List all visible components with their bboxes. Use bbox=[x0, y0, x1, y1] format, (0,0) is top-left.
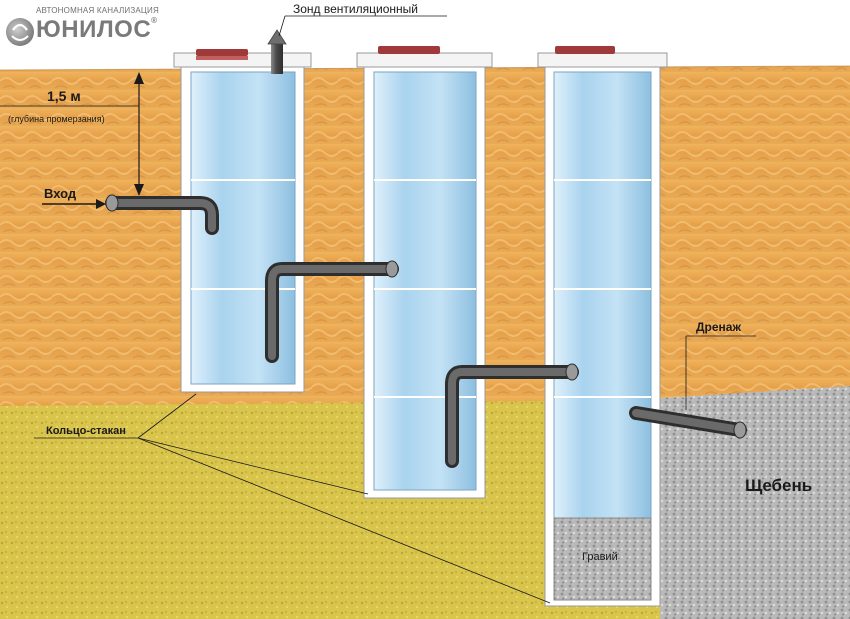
depth-arrow-top bbox=[134, 72, 144, 84]
vent-probe bbox=[267, 29, 287, 74]
ring-cup-leader-1 bbox=[137, 393, 197, 439]
logo-emblem-icon bbox=[6, 18, 34, 46]
ring-cup-leader-2 bbox=[137, 437, 369, 495]
depth-value-label: 1,5 м bbox=[47, 88, 81, 104]
depth-note-label: (глубина промерзания) bbox=[8, 114, 105, 124]
vent-cap bbox=[267, 29, 287, 45]
well-3-collar bbox=[537, 52, 668, 68]
logo-subtitle: АВТОНОМНАЯ КАНАЛИЗАЦИЯ bbox=[36, 6, 159, 15]
ring-cup-label: Кольцо-стакан bbox=[46, 425, 126, 437]
pipe-end bbox=[565, 363, 579, 381]
pipes bbox=[105, 196, 747, 468]
well-2 bbox=[356, 46, 493, 499]
logo-name: ЮНИЛОС® bbox=[36, 16, 159, 44]
crushed-stone-area bbox=[660, 386, 850, 619]
well-3-lid bbox=[555, 46, 615, 54]
gravel-fill bbox=[553, 517, 652, 601]
vent-probe-label: Зонд вентиляционный bbox=[293, 2, 418, 16]
drain-pipe-highlight bbox=[632, 409, 744, 434]
logo-mark bbox=[6, 18, 34, 46]
inlet-pipe-highlight bbox=[108, 199, 216, 232]
crushed-stone-label: Щебень bbox=[745, 476, 812, 495]
inlet-arrow-head bbox=[96, 199, 106, 209]
well-2-collar bbox=[356, 52, 493, 68]
overflow-pipe-1-highlight bbox=[268, 265, 396, 360]
inlet-pipe-end bbox=[105, 194, 119, 212]
well-3-rings bbox=[553, 71, 652, 519]
drainage-label: Дренаж bbox=[696, 320, 741, 334]
ring-cup-leader-3 bbox=[137, 437, 551, 604]
gravel-label: Гравий bbox=[582, 551, 618, 563]
well-2-lid bbox=[378, 46, 440, 54]
vent-pipe bbox=[271, 44, 283, 74]
well-2-rings bbox=[373, 71, 477, 491]
drain-pipe-end bbox=[733, 421, 747, 439]
logo-registered-mark: ® bbox=[151, 16, 158, 25]
overflow-pipe-2-highlight bbox=[448, 368, 576, 465]
well-3 bbox=[537, 46, 668, 607]
well-1 bbox=[173, 49, 312, 393]
logo-swoosh bbox=[12, 23, 28, 31]
depth-arrow-bottom bbox=[134, 184, 144, 196]
inlet-label: Вход bbox=[44, 186, 77, 201]
well-1-lid bbox=[196, 49, 248, 56]
vent-leader bbox=[278, 15, 286, 37]
logo-swoosh bbox=[11, 35, 29, 41]
logo: АВТОНОМНАЯ КАНАЛИЗАЦИЯ ЮНИЛОС® bbox=[36, 6, 159, 44]
logo-name-text: ЮНИЛОС bbox=[36, 16, 152, 43]
well-1-lid-edge bbox=[196, 56, 248, 60]
pipe-end bbox=[385, 260, 399, 278]
